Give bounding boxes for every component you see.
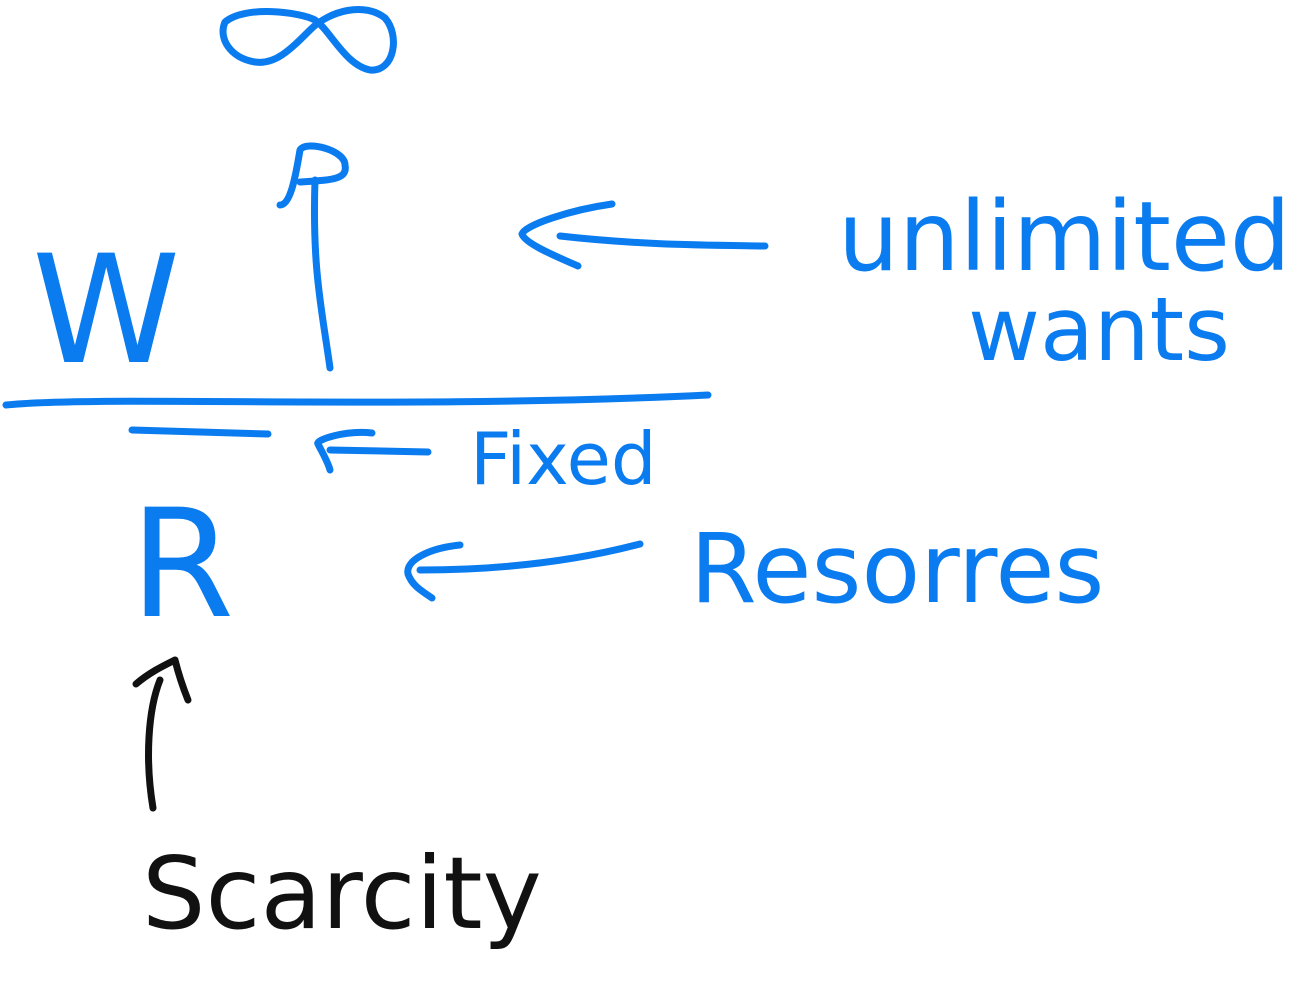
- fraction-bar: [2, 391, 712, 409]
- denominator-letter-r: R: [130, 478, 234, 652]
- scarcity-arrow-icon: [132, 656, 192, 812]
- exponent-arrow-icon: [276, 142, 349, 372]
- resources-arrow-icon: [404, 540, 644, 602]
- scarcity-label: Scarcity: [142, 835, 542, 952]
- wants-label: wants: [968, 278, 1230, 381]
- wants-arrow-icon: [518, 200, 769, 270]
- numerator-letter-w: W: [32, 224, 180, 398]
- infinity-symbol-icon: [219, 6, 397, 74]
- unlimited-label: unlimited: [838, 181, 1291, 293]
- fixed-label: Fixed: [470, 417, 657, 501]
- fixed-arrow-icon: [314, 428, 432, 474]
- fixed-bar: [128, 426, 272, 438]
- resources-label: Resorres: [690, 513, 1104, 625]
